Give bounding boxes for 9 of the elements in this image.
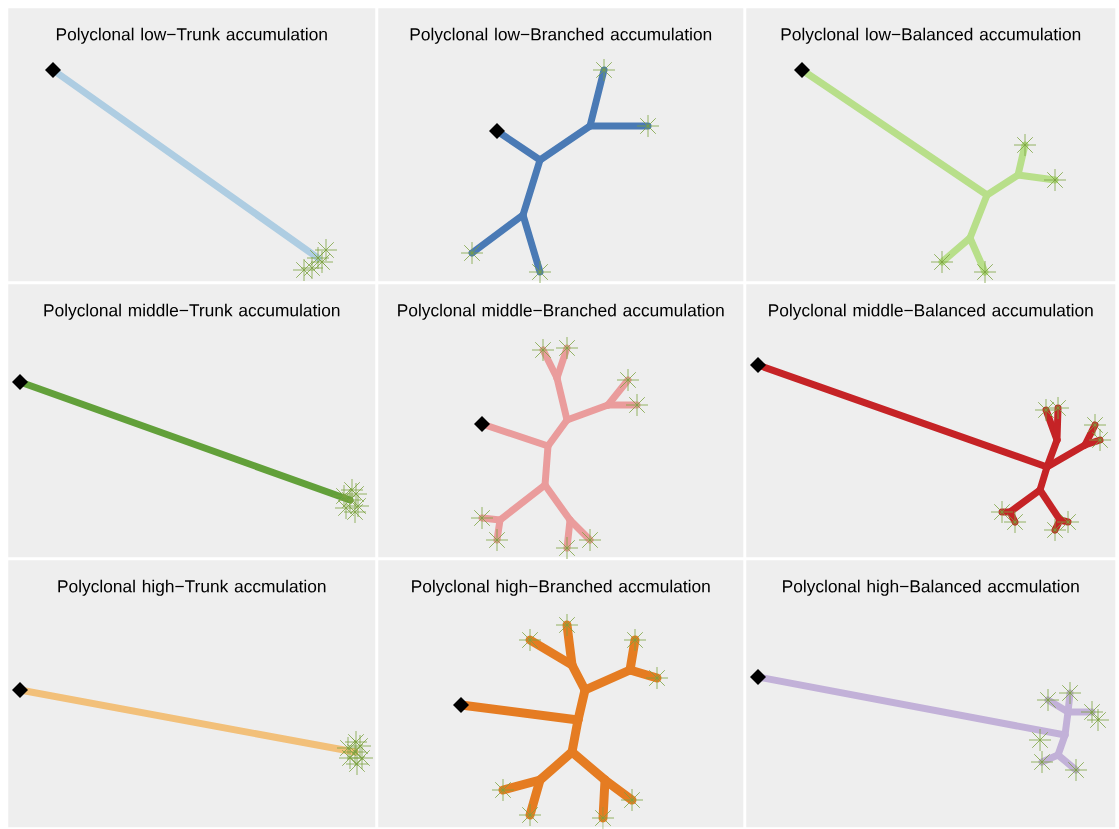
plot-panel: Polyclonal middle−Balanced accumulation bbox=[746, 284, 1116, 558]
plot-panel: Polyclonal low−Balanced accumulation bbox=[746, 8, 1116, 282]
plot-panel: Polyclonal middle−Branched accumulation bbox=[378, 284, 744, 558]
plot-panel: Polyclonal high−Trunk accmulation bbox=[8, 560, 376, 828]
plot-panel: Polyclonal low−Trunk accumulation bbox=[8, 8, 376, 282]
plot-panel: Polyclonal high−Balanced accmulation bbox=[746, 560, 1116, 828]
plot-panel: Polyclonal middle−Trunk accumulation bbox=[8, 284, 376, 558]
plot-panel: Polyclonal low−Branched accumulation bbox=[378, 8, 744, 282]
plot-panel: Polyclonal high−Branched accmulation bbox=[378, 560, 744, 828]
